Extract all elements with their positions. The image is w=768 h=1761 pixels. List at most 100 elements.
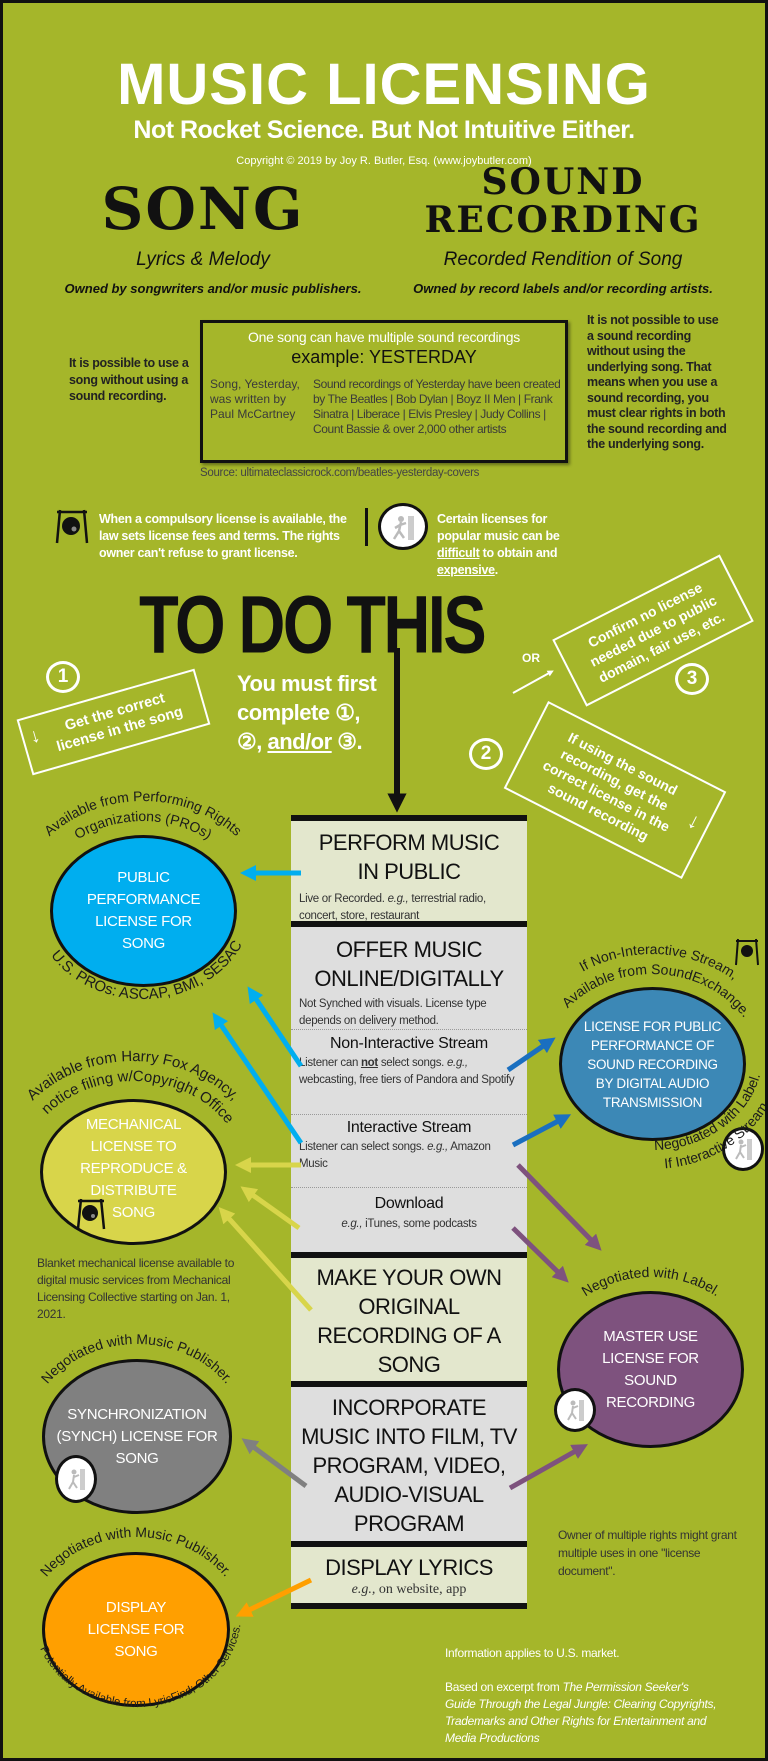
must-complete-text: You must first complete ①, ②, and/or ③. xyxy=(237,669,377,756)
incorporate-title: INCORPORATE MUSIC INTO FILM, TV PROGRAM,… xyxy=(301,1395,517,1536)
copyright: Copyright © 2019 by Joy R. Butler, Esq. … xyxy=(236,155,532,167)
step2-number: 2 xyxy=(469,738,503,770)
license-label: MASTER USE LICENSE FOR SOUND RECORDING xyxy=(602,1327,699,1411)
desc-eg: e.g., xyxy=(341,1218,363,1230)
example-box: One song can have multiple sound recordi… xyxy=(200,320,568,463)
example-source: Source: ultimateclassicrock.com/beatles-… xyxy=(200,467,480,479)
song-owner: Owned by songwriters and/or music publis… xyxy=(64,281,362,296)
page-title: MUSIC LICENSING xyxy=(117,52,651,117)
example-recordings-text: Sound recordings of Yesterday have been … xyxy=(313,377,561,436)
desc-not: not xyxy=(360,1057,378,1069)
interactive-title: Interactive Stream xyxy=(346,1119,472,1136)
song-subtitle: Lyrics & Melody xyxy=(136,249,270,270)
must-line1: You must first xyxy=(237,671,377,696)
arrow-interactive-to-master-use xyxy=(516,1163,602,1251)
arrow-interactive-to-public-performance xyxy=(212,1012,304,1145)
compulsory-note: When a compulsory license is available, … xyxy=(99,512,347,560)
based-on-note: Based on excerpt from The Permission See… xyxy=(445,1679,720,1747)
desc-text: terrestrial radio, concert, store, resta… xyxy=(299,893,486,922)
desc-text: on website, app xyxy=(375,1582,467,1597)
step3-text: Confirm no license needed due to public … xyxy=(585,578,727,686)
curved-label: Available from Harry Fox Agency, xyxy=(24,1048,243,1104)
blanket-note: Blanket mechanical license available to … xyxy=(37,1256,235,1321)
curved-label: If Non-Interactive Stream, xyxy=(576,941,741,982)
curved-label: Available from Performing Rights xyxy=(41,788,245,839)
must-line3: ②, and/or ③. xyxy=(237,727,376,756)
desc-text: webcasting, free tiers of Pandora and Sp… xyxy=(299,1074,515,1086)
use-perform-music: PERFORM MUSIC IN PUBLIC Live or Recorded… xyxy=(291,821,527,923)
license-master-use: MASTER USE LICENSE FOR SOUND RECORDING xyxy=(557,1291,744,1448)
download-title: Download xyxy=(374,1195,444,1212)
use-online-desc: Not Synched with visuals. License type d… xyxy=(299,998,487,1027)
climber-icon xyxy=(554,1388,596,1432)
use-download: Download e.g., iTunes, some podcasts xyxy=(291,1195,527,1233)
difficult-note: Certain licenses for popular music can b… xyxy=(437,511,583,579)
uses-column: PERFORM MUSIC IN PUBLIC Live or Recorded… xyxy=(291,815,527,1610)
license-synch: SYNCHRONIZATION (SYNCH) LICENSE FOR SONG xyxy=(42,1359,232,1514)
must-line3-andor: and/or xyxy=(267,729,332,754)
gong-icon xyxy=(76,1198,106,1230)
mechanical-top-outer: Available from Harry Fox Agency, xyxy=(24,1048,243,1104)
digital-audio-top-outer: If Non-Interactive Stream, xyxy=(576,941,741,982)
example-heading: One song can have multiple sound recordi… xyxy=(248,329,520,345)
difficult-note-text: Certain licenses for popular music can b… xyxy=(437,512,560,543)
example-title: example: YESTERDAY xyxy=(291,347,477,367)
step2-text: If using the sound recording, get the co… xyxy=(540,729,681,844)
license-label: LICENSE FOR PUBLIC PERFORMANCE OF SOUND … xyxy=(583,1018,722,1110)
step1-text: Get the correct license in the song xyxy=(54,690,185,756)
use-perform-title: PERFORM MUSIC IN PUBLIC xyxy=(318,830,500,884)
market-note: Information applies to U.S. market. xyxy=(445,1646,620,1660)
climber-icon xyxy=(378,503,428,550)
desc-text: select songs. xyxy=(377,1057,447,1069)
difficult-note-end: . xyxy=(494,563,499,577)
legend-divider xyxy=(365,508,368,546)
gong-icon xyxy=(735,938,759,966)
based-on-text: Based on excerpt from xyxy=(445,1680,563,1694)
sound-recording-owner: Owned by record labels and/or recording … xyxy=(413,281,713,296)
use-make-own-recording: MAKE YOUR OWN ORIGINAL RECORDING OF A SO… xyxy=(291,1258,527,1382)
step2-box: If using the sound recording, get the co… xyxy=(503,700,727,880)
desc-text: Live or Recorded. xyxy=(299,893,388,905)
must-line3-c: ③. xyxy=(331,729,363,754)
expensive-word: expensive xyxy=(437,563,495,577)
license-public-performance: PUBLIC PERFORMANCE LICENSE FOR SONG xyxy=(50,835,237,987)
or-label: OR xyxy=(522,651,540,665)
gong-icon xyxy=(55,509,89,544)
desc-eg: e.g., xyxy=(427,1141,448,1153)
display-lyrics-title: DISPLAY LYRICS xyxy=(325,1555,493,1580)
use-offer-online: OFFER MUSIC ONLINE/DIGITALLY Not Synched… xyxy=(291,927,527,1254)
difficult-word: difficult xyxy=(437,546,480,560)
desc-eg: e.g., xyxy=(351,1582,376,1597)
license-label: DISPLAY LICENSE FOR SONG xyxy=(87,1598,185,1660)
desc-text: iTunes, some podcasts xyxy=(362,1218,477,1230)
sound-recording-heading: SOUND RECORDING xyxy=(403,163,723,239)
sound-recording-heading-line2: RECORDING xyxy=(424,199,702,241)
example-song-text: Song, Yesterday, was written by Paul McC… xyxy=(210,377,300,421)
license-mechanical: MECHANICAL LICENSE TO REPRODUCE & DISTRI… xyxy=(40,1099,227,1245)
use-display-lyrics: DISPLAY LYRICS e.g., on website, app xyxy=(291,1547,527,1605)
sound-recording-subtitle: Recorded Rendition of Song xyxy=(443,249,683,270)
step1-box: Get the correct license in the song↓ xyxy=(16,668,211,776)
climber-icon xyxy=(722,1127,764,1171)
desc-text: Amazon Music xyxy=(299,1141,491,1170)
use-perform-desc: Live or Recorded. e.g., terrestrial radi… xyxy=(291,891,527,925)
desc-text: Listener can select songs. xyxy=(299,1141,428,1153)
desc-eg: e.g., xyxy=(446,1057,468,1069)
song-heading: SONG xyxy=(101,175,305,243)
sound-recording-heading-line1: SOUND xyxy=(481,161,645,203)
license-digital-audio: LICENSE FOR PUBLIC PERFORMANCE OF SOUND … xyxy=(559,987,746,1141)
license-label: MECHANICAL LICENSE TO REPRODUCE & DISTRI… xyxy=(80,1116,187,1221)
left-note: It is possible to use a song without usi… xyxy=(69,356,189,403)
step3-number: 3 xyxy=(675,663,709,695)
todo-heading: TO DO THIS xyxy=(139,578,487,671)
public-performance-top-outer: Available from Performing Rights xyxy=(41,788,245,839)
must-line3-a: ②, xyxy=(237,729,268,754)
desc-eg: e.g., xyxy=(387,893,409,905)
make-own-title: MAKE YOUR OWN ORIGINAL RECORDING OF A SO… xyxy=(316,1265,502,1377)
use-incorporate-av: INCORPORATE MUSIC INTO FILM, TV PROGRAM,… xyxy=(291,1387,527,1541)
license-label: PUBLIC PERFORMANCE LICENSE FOR SONG xyxy=(86,869,201,952)
desc-text: Listener can xyxy=(299,1057,361,1069)
use-online-title: OFFER MUSIC ONLINE/DIGITALLY xyxy=(314,937,504,991)
difficult-note-mid: to obtain and xyxy=(479,546,558,560)
